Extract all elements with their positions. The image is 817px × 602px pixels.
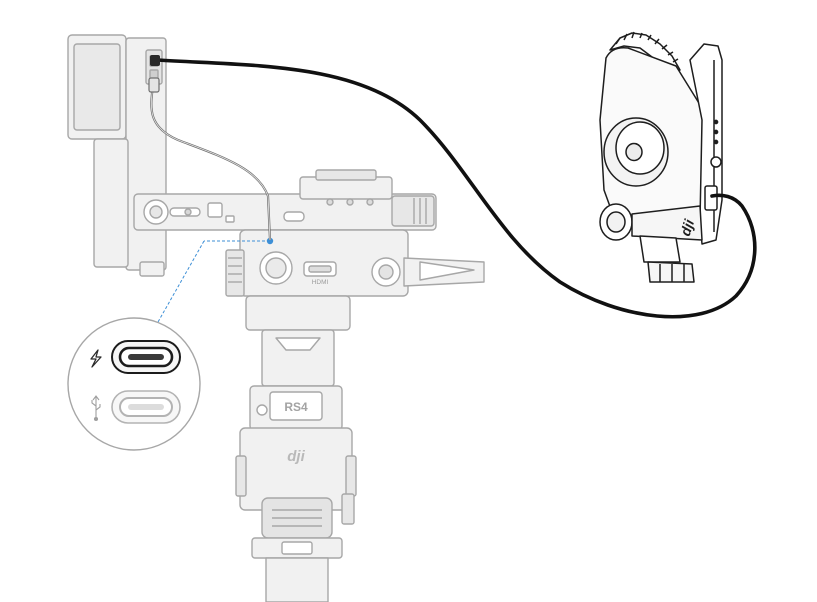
gimbal-internal-cable-inner: [150, 81, 271, 241]
cable-connector: [148, 77, 160, 93]
usb-c-port-inactive: [111, 390, 181, 424]
gimbal: [67, 34, 485, 602]
pan-axis-and-handle: [235, 295, 357, 602]
port-inset: [67, 317, 201, 451]
motor-brand-logo: dji: [677, 216, 698, 238]
gimbal-model-label: RS4: [284, 400, 308, 414]
focus-motor-cable: [156, 58, 757, 319]
horizontal-arm: [133, 169, 437, 231]
hdmi-port-label: HDMI: [312, 279, 329, 286]
lightning-bolt-icon: [90, 349, 102, 368]
usb-c-port-active: [111, 340, 181, 374]
usb-icon: [91, 395, 101, 422]
gimbal-brand-logo: dji: [287, 448, 305, 465]
focus-motor: [599, 31, 723, 283]
tilt-motor: [225, 229, 485, 297]
cable-plug-gimbal: [150, 55, 160, 66]
roll-motor: [67, 34, 167, 277]
callout-anchor-dot: [266, 237, 274, 245]
